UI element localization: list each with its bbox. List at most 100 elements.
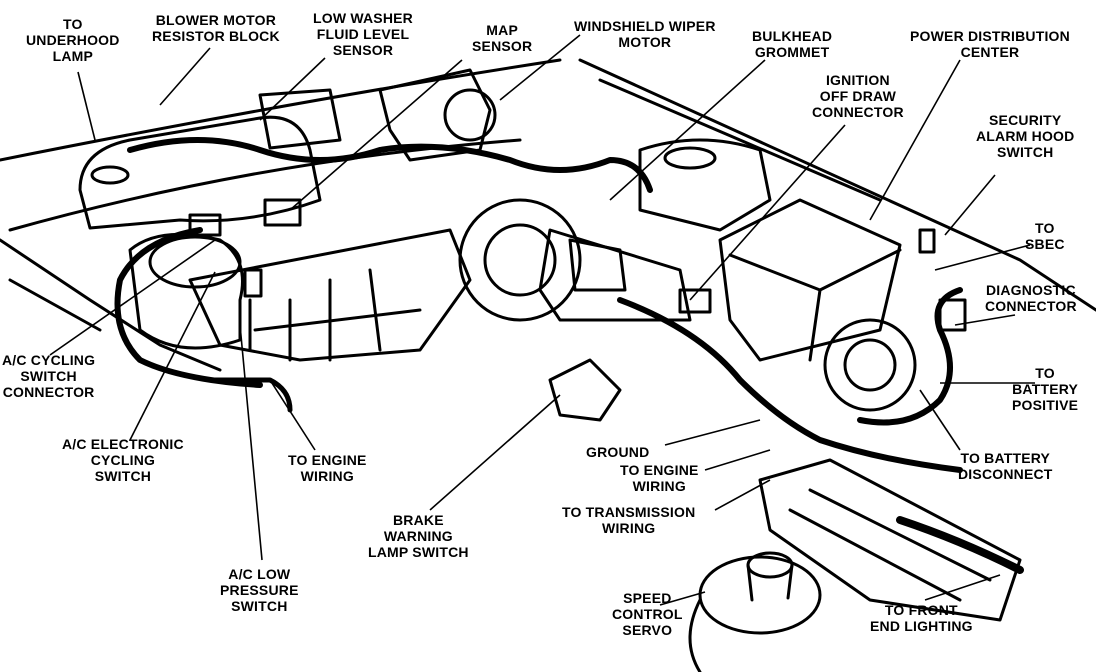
label-line: WARNING [383, 528, 453, 544]
label-line: SPEED [623, 590, 672, 606]
leader-bulkhead [609, 59, 766, 201]
label-line: TO FRONT [884, 602, 958, 618]
label-line: SBEC [1025, 236, 1065, 252]
label-line: A/C ELECTRONIC [62, 436, 184, 452]
leader-ac-cycling-connector [49, 239, 216, 356]
leader-blower-motor [159, 47, 211, 106]
master-cylinder-reservoir [568, 238, 627, 292]
label-line: GROUND [586, 444, 650, 460]
speed-control-servo-body [698, 555, 822, 635]
pdc-side [808, 288, 822, 362]
label-line: WIRING [300, 468, 354, 484]
label-line: CYCLING [90, 452, 156, 468]
label-pdc: POWER DISTRIBUTION CENTER [910, 28, 1070, 60]
label-line: TO TRANSMISSION [562, 504, 696, 520]
fender-right-edge [578, 58, 1096, 312]
leader-battery-disconnect [919, 389, 961, 451]
leader-ac-electronic [129, 271, 216, 441]
connector-3 [678, 288, 712, 314]
label-speed-control: SPEED CONTROL SERVO [612, 590, 683, 638]
label-ground: GROUND [586, 444, 649, 460]
label-line: BULKHEAD [752, 28, 833, 44]
leader-front-lighting [924, 574, 1001, 601]
strut-top [148, 235, 242, 289]
leader-wiper-motor [499, 34, 581, 101]
label-bulkhead: BULKHEAD GROMMET [752, 28, 832, 60]
connector-6 [243, 268, 263, 298]
label-line: IGNITION [825, 72, 890, 88]
label-line: SECURITY [989, 112, 1062, 128]
cowl-upper-edge [0, 58, 562, 162]
label-line: WIRING [602, 520, 656, 536]
label-line: DISCONNECT [958, 466, 1053, 482]
label-engine-wiring-left: TO ENGINE WIRING [288, 452, 367, 484]
label-map-sensor: MAP SENSOR [472, 22, 532, 54]
label-line: CONNECTOR [985, 298, 1077, 314]
label-line: CONTROL [612, 606, 683, 622]
label-line: SWITCH [997, 144, 1054, 160]
label-line: BLOWER MOTOR [155, 12, 277, 28]
leader-washer-sensor [259, 57, 326, 121]
label-sbec: TO SBEC [1025, 220, 1065, 252]
label-battery-positive: TO BATTERY POSITIVE [1012, 365, 1078, 413]
leader-pdc [869, 59, 961, 221]
leader-map-sensor [289, 59, 463, 211]
servo-cable [688, 598, 702, 672]
label-brake-warning: BRAKE WARNING LAMP SWITCH [368, 512, 469, 560]
pdc-lid-edge [728, 248, 902, 292]
label-washer-sensor: LOW WASHER FLUID LEVEL SENSOR [313, 10, 413, 58]
label-battery-disconnect: TO BATTERY DISCONNECT [958, 450, 1053, 482]
label-line: TO ENGINE [620, 462, 699, 478]
label-line: TO ENGINE [288, 452, 367, 468]
label-underhood-lamp: TO UNDERHOOD LAMP [26, 16, 120, 64]
washer-reservoir [78, 115, 322, 230]
label-line: SWITCH [94, 468, 152, 484]
label-front-lighting: TO FRONT END LIGHTING [870, 602, 973, 634]
label-line: UNDERHOOD [26, 32, 120, 48]
battery-cap [663, 146, 717, 170]
label-line: FLUID LEVEL [316, 26, 410, 42]
leader-ground [664, 419, 761, 446]
front-crossmember-rib-2 [788, 508, 962, 602]
label-line: MOTOR [618, 34, 672, 50]
label-line: GROMMET [754, 44, 830, 60]
label-ac-low-pressure: A/C LOW PRESSURE SWITCH [220, 566, 299, 614]
master-cylinder [538, 228, 692, 322]
brake-booster-inner [483, 223, 557, 297]
wiring-harness-center [617, 297, 963, 473]
label-line: SENSOR [472, 38, 533, 54]
speed-control-servo-stem [746, 563, 794, 602]
label-line: WIRING [632, 478, 686, 494]
reservoir-cap [90, 165, 130, 185]
label-line: POSITIVE [1012, 397, 1079, 413]
label-line: RESISTOR BLOCK [152, 28, 280, 44]
label-wiper-motor: WINDSHIELD WIPER MOTOR [574, 18, 716, 50]
front-crossmember-rib-1 [808, 488, 992, 582]
wiring-harness-right [857, 287, 963, 426]
label-line: LOW WASHER [313, 10, 413, 26]
label-line: OFF DRAW [819, 88, 897, 104]
label-line: SWITCH [20, 368, 77, 384]
label-line: PRESSURE [220, 582, 299, 598]
leader-underhood-lamp [77, 71, 96, 141]
leader-engine-wiring-center [704, 449, 771, 471]
front-crossmember [758, 458, 1022, 622]
label-line: BRAKE [392, 512, 444, 528]
label-blower-motor: BLOWER MOTOR RESISTOR BLOCK [152, 12, 280, 44]
leader-brake-warning [429, 394, 561, 511]
label-line: LAMP SWITCH [368, 544, 469, 560]
label-line: SERVO [622, 622, 673, 638]
label-line: END LIGHTING [870, 618, 973, 634]
wiring-harness-front [896, 516, 1024, 574]
label-line: BATTERY [1012, 381, 1079, 397]
leader-sbec [934, 244, 1031, 271]
fender-right-inner [598, 78, 882, 202]
label-line: TO [1035, 220, 1055, 236]
label-line: A/C CYCLING [2, 352, 96, 368]
label-line: WINDSHIELD WIPER [574, 18, 716, 34]
leader-speed-control [659, 591, 706, 606]
connector-4 [938, 298, 967, 332]
connector-2 [263, 198, 302, 227]
